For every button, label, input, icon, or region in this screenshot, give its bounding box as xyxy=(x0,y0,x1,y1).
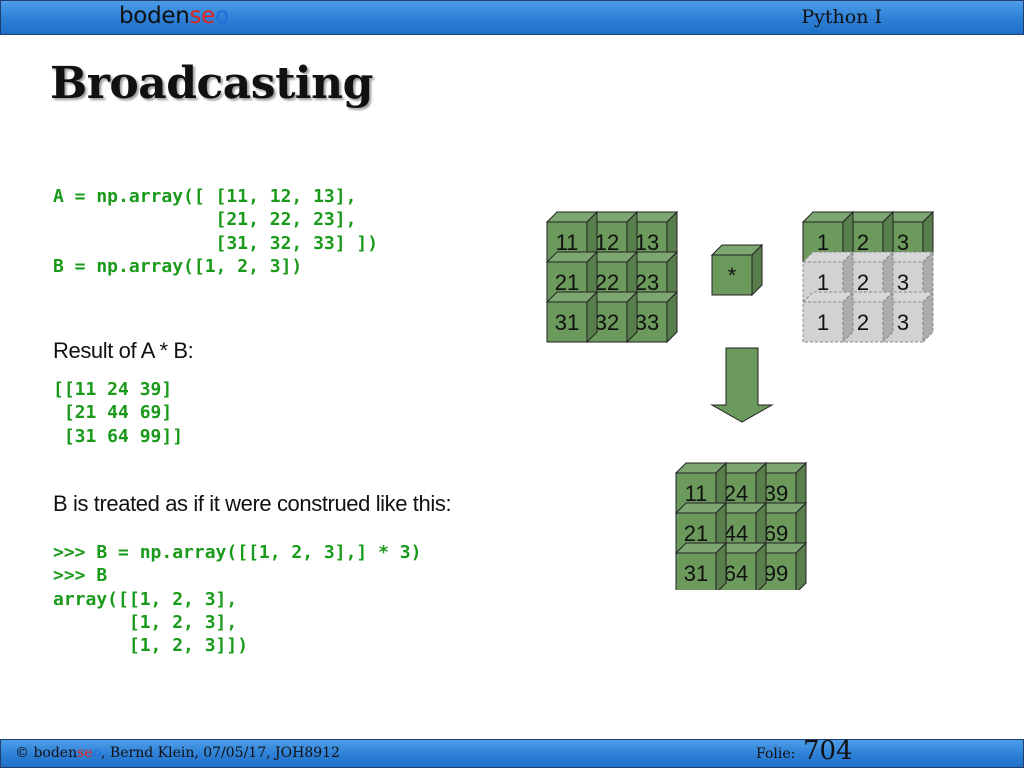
bodenseo-logo: bodenseo xyxy=(119,3,229,29)
matrix-b-broadcast-cubes: 3 2 1 3 2 1 3 2 1 xyxy=(801,210,935,344)
cube-value: 2 xyxy=(857,270,869,295)
cube-value: 3 xyxy=(897,310,909,335)
broadcast-explanation-text: B is treated as if it were construed lik… xyxy=(53,491,452,516)
matrix-a-cell-r2c0: 31 xyxy=(545,290,599,344)
header-bar: bodenseo Python I xyxy=(0,0,1024,35)
cube-value: 32 xyxy=(595,310,619,335)
cube-value: 2 xyxy=(857,310,869,335)
cube-value: 1 xyxy=(817,310,829,335)
footer-credit: © bodenseo, Bernd Klein, 07/05/17, JOH89… xyxy=(15,745,340,761)
cube-value: 99 xyxy=(764,561,788,586)
cube-value: 31 xyxy=(555,310,579,335)
cube-front-face xyxy=(546,301,588,343)
cube-value: 1 xyxy=(817,230,829,255)
matrix-b-cell-r2c0: 1 xyxy=(801,290,855,344)
cube-value: 21 xyxy=(555,270,579,295)
cube-value: 11 xyxy=(556,230,579,255)
cube-front-face xyxy=(675,552,717,590)
course-title: Python I xyxy=(801,6,882,28)
cube-front-face xyxy=(802,301,844,343)
cube-value: 39 xyxy=(764,481,788,506)
cube-value: 2 xyxy=(857,230,869,255)
matrix-result-cubes: 39 24 11 69 44 21 99 64 31 xyxy=(674,461,808,590)
cube-value: 64 xyxy=(724,561,748,586)
cube-value: * xyxy=(728,263,737,288)
multiply-operator-cube: * xyxy=(710,243,764,297)
interactive-session-code: >>> B = np.array([[1, 2, 3],] * 3) >>> B… xyxy=(53,542,422,657)
cube-value: 33 xyxy=(635,310,659,335)
slide-number-label: Folie: xyxy=(756,746,796,762)
cube-value: 69 xyxy=(764,521,788,546)
cube-front-face xyxy=(711,254,753,296)
cube-value: 1 xyxy=(817,270,829,295)
result-arrow-icon xyxy=(710,347,774,423)
cube-value: 21 xyxy=(684,521,708,546)
footer-bar: © bodenseo, Bernd Klein, 07/05/17, JOH89… xyxy=(0,736,1024,768)
result-output-code: [[11 24 39] [21 44 69] [31 64 99]] xyxy=(53,379,184,447)
matrix-a-cubes: 13 12 11 23 22 21 33 32 31 xyxy=(545,210,679,344)
operator-cube: * xyxy=(710,243,764,297)
cube-value: 3 xyxy=(897,230,909,255)
array-definition-code: A = np.array([ [11, 12, 13], [21, 22, 23… xyxy=(53,186,379,277)
result-label: Result of A * B: xyxy=(53,338,194,363)
cube-value: 22 xyxy=(595,270,619,295)
cube-value: 11 xyxy=(685,481,708,506)
slide-title: Broadcasting xyxy=(50,58,373,109)
cube-value: 24 xyxy=(724,481,748,506)
cube-value: 12 xyxy=(595,230,619,255)
cube-value: 44 xyxy=(724,521,748,546)
matrix-b-cell-r0c0: 1 xyxy=(801,210,855,264)
cube-value: 3 xyxy=(897,270,909,295)
matrix-result-cell-r2c0: 31 xyxy=(674,541,728,590)
cube-value: 13 xyxy=(635,230,659,255)
cube-value: 23 xyxy=(635,270,659,295)
slide-number: 704 xyxy=(803,736,853,766)
cube-value: 31 xyxy=(684,561,708,586)
